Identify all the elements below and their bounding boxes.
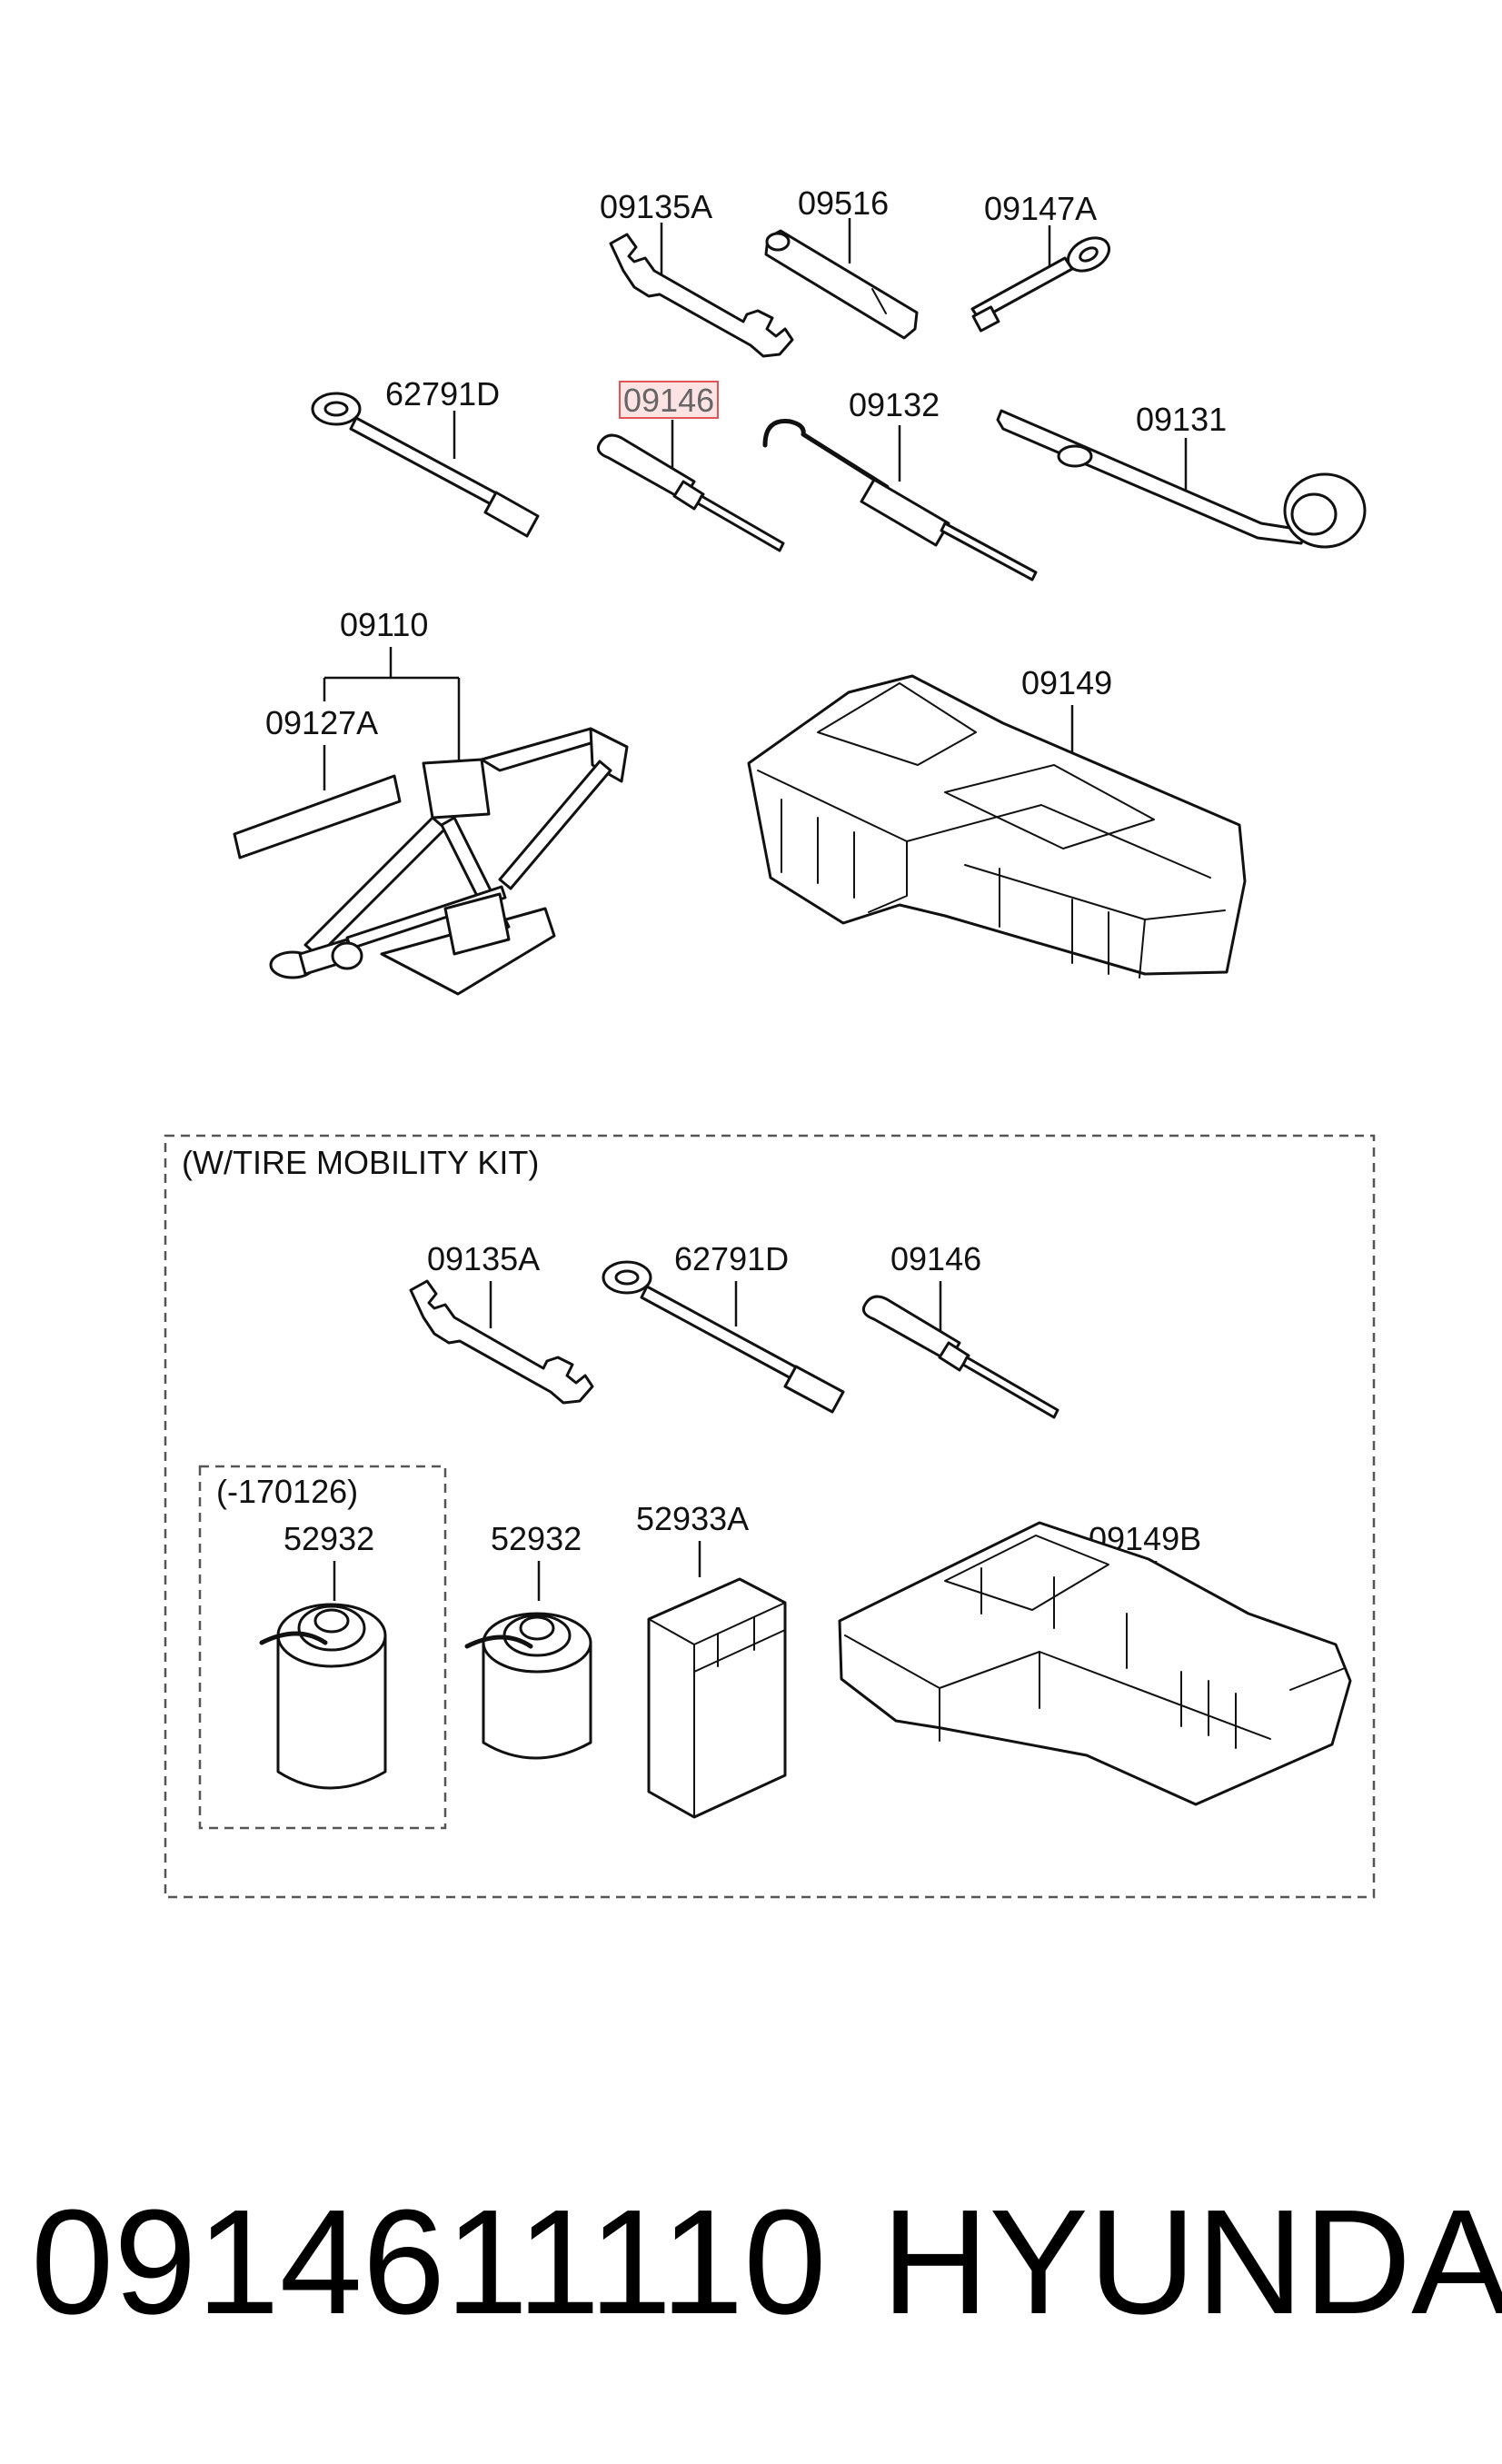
lug-wrench-09131[interactable] bbox=[996, 409, 1367, 549]
label-09146-kit: 09146 bbox=[890, 1240, 981, 1277]
label-09146-top: 09146 bbox=[623, 382, 714, 419]
label-sub-range: (-170126) bbox=[216, 1473, 358, 1510]
sealant-bottle-52932-b[interactable] bbox=[464, 1612, 592, 1760]
extension-bar-62791d-kit[interactable] bbox=[602, 1260, 845, 1414]
sub-range-frame bbox=[198, 1465, 447, 1830]
label-09110: 09110 bbox=[340, 606, 428, 643]
scissor-jack-09110[interactable] bbox=[269, 727, 629, 996]
label-09516: 09516 bbox=[798, 184, 889, 222]
screwdriver-09146-kit[interactable] bbox=[861, 1295, 1059, 1419]
kit-section-title: (W/TIRE MOBILITY KIT) bbox=[182, 1144, 539, 1181]
label-52932-a: 52932 bbox=[283, 1520, 374, 1557]
tool-tray-09149[interactable] bbox=[747, 674, 1247, 979]
eye-bar-09147a[interactable] bbox=[970, 225, 1115, 333]
footer-part-number: 0914611110 bbox=[31, 2179, 827, 2345]
footer-brand: HYUNDAI bbox=[881, 2179, 1502, 2345]
compressor-52933a[interactable] bbox=[647, 1577, 787, 1819]
label-09147a: 09147A bbox=[984, 190, 1097, 227]
label-09135a-kit: 09135A bbox=[427, 1240, 540, 1277]
sealant-bottle-52932-a[interactable] bbox=[259, 1603, 387, 1790]
jack-sticker-09127a bbox=[233, 774, 402, 859]
socket-tube-09516[interactable] bbox=[764, 218, 919, 340]
label-09149: 09149 bbox=[1021, 664, 1112, 701]
label-09131: 09131 bbox=[1136, 401, 1227, 438]
hook-handle-09132[interactable] bbox=[762, 419, 1038, 581]
screwdriver-09146-top[interactable] bbox=[596, 420, 785, 552]
label-52933a: 52933A bbox=[636, 1500, 749, 1537]
tire-mobility-kit-frame bbox=[164, 1134, 1376, 1899]
label-62791d-kit: 62791D bbox=[674, 1240, 789, 1277]
highlight-box-09146 bbox=[619, 381, 719, 419]
label-09132: 09132 bbox=[849, 386, 940, 423]
label-09135a-top: 09135A bbox=[600, 188, 712, 225]
label-52932-b: 52932 bbox=[491, 1520, 582, 1557]
wrench-09135a-kit[interactable] bbox=[409, 1279, 594, 1405]
tool-tray-09149b[interactable] bbox=[838, 1521, 1352, 1806]
label-62791d-top: 62791D bbox=[385, 375, 500, 412]
wrench-09135a-top[interactable] bbox=[609, 223, 794, 358]
extension-bar-62791d-top[interactable] bbox=[311, 392, 540, 538]
label-09127a: 09127A bbox=[265, 704, 378, 741]
